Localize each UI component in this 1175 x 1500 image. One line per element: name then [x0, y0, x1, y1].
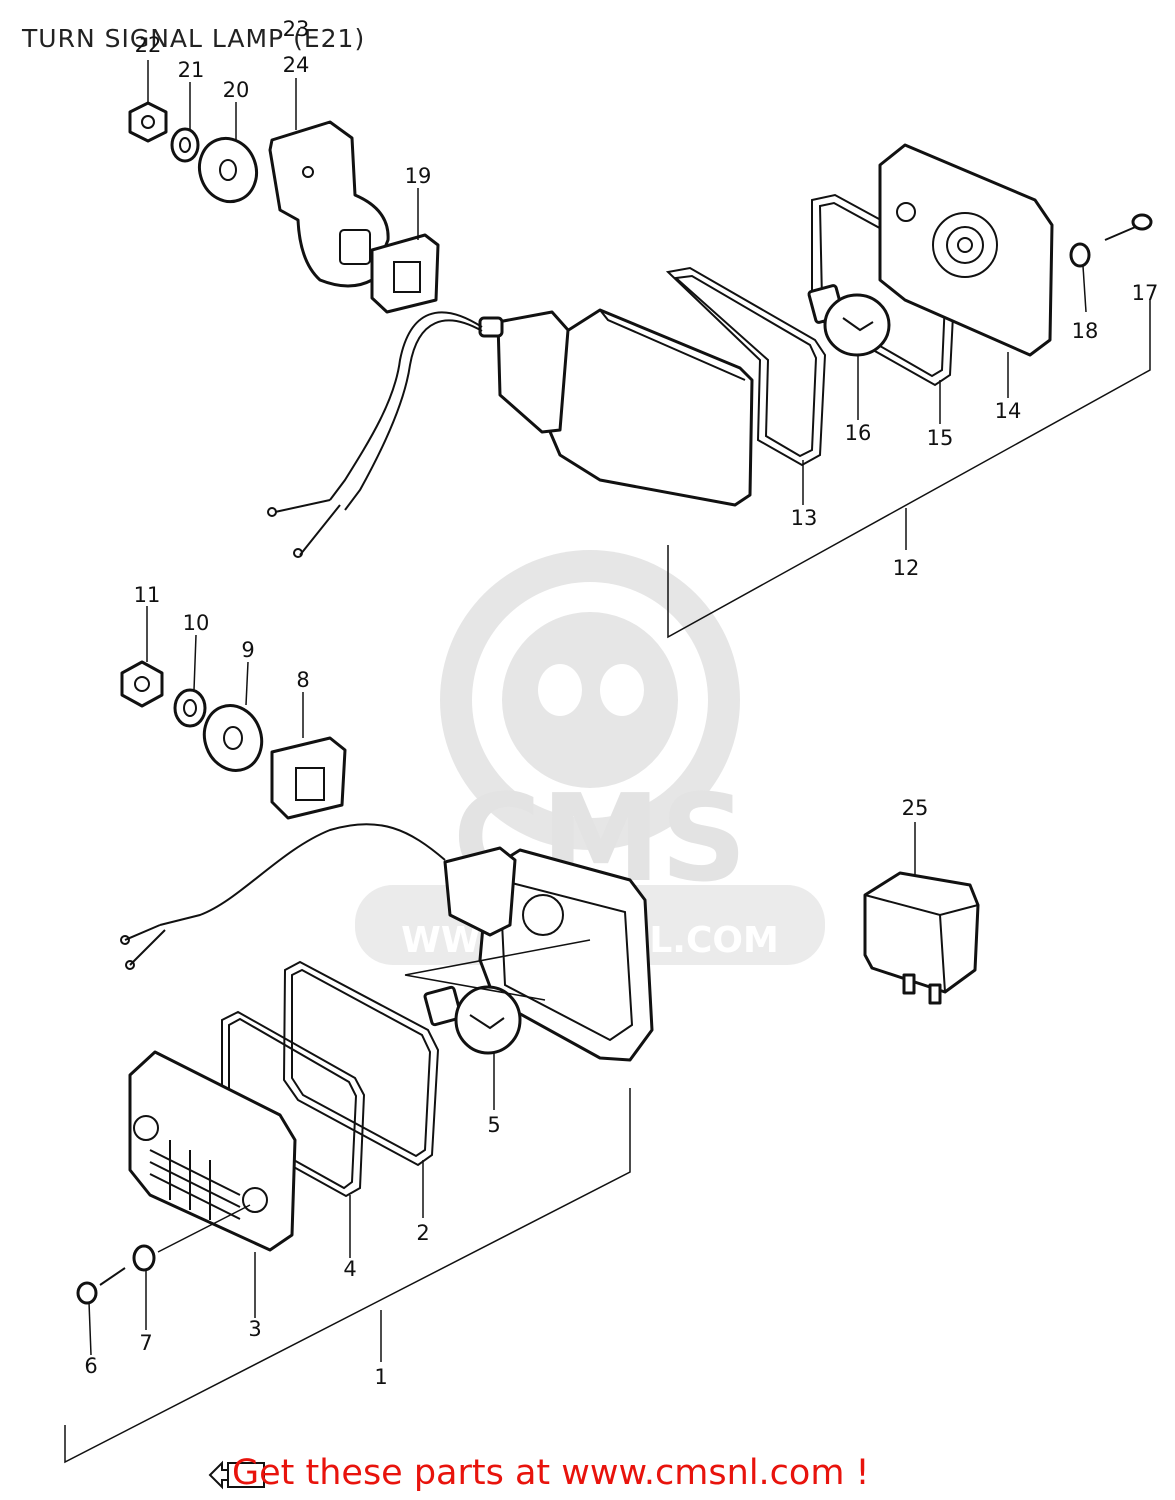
- callout-25: 25: [902, 796, 929, 820]
- callout-16: 16: [845, 421, 872, 445]
- callout-21: 21: [178, 58, 205, 82]
- callout-19: 19: [405, 164, 432, 188]
- part-screw-6: [76, 1267, 126, 1305]
- callout-13: 13: [791, 506, 818, 530]
- part-bracket-23-24: [268, 120, 390, 288]
- callout-12: 12: [893, 556, 920, 580]
- part-lock-washer-10: [173, 688, 207, 728]
- callout-17: 17: [1132, 281, 1159, 305]
- cmsnl-parts-link[interactable]: Get these parts at www.cmsnl.com !: [232, 1453, 870, 1493]
- back-arrow-icon[interactable]: [208, 1458, 268, 1492]
- part-relay-25: [863, 871, 980, 1005]
- callout-10: 10: [183, 611, 210, 635]
- part-nut-11: [120, 660, 164, 708]
- part-washer-9: [202, 704, 264, 772]
- part-lower-housing: [120, 823, 654, 1062]
- part-lock-washer-21: [170, 127, 200, 163]
- callout-7: 7: [139, 1331, 152, 1355]
- callout-23: 23: [283, 17, 310, 41]
- callout-22: 22: [135, 33, 162, 57]
- part-upper-housing: [267, 308, 754, 558]
- callout-2: 2: [416, 1221, 429, 1245]
- leader-lines: [88, 60, 1151, 1362]
- callout-18: 18: [1072, 319, 1099, 343]
- part-gasket-13: [665, 266, 827, 467]
- part-lens-3: [128, 1050, 297, 1252]
- callout-20: 20: [223, 78, 250, 102]
- part-washer-7: [132, 1244, 156, 1272]
- part-grommet-19: [370, 233, 440, 314]
- callout-4: 4: [343, 1257, 356, 1281]
- part-grommet-8: [270, 736, 347, 820]
- callout-6: 6: [84, 1354, 97, 1378]
- callout-8: 8: [296, 668, 309, 692]
- callout-3: 3: [248, 1317, 261, 1341]
- callout-11: 11: [134, 583, 161, 607]
- part-bulb-5: [404, 939, 591, 1055]
- part-washer-18: [1069, 242, 1091, 268]
- part-washer-20: [198, 136, 258, 204]
- diagram-title: TURN SIGNAL LAMP (E21): [22, 24, 366, 53]
- callout-1: 1: [374, 1365, 387, 1389]
- callout-14: 14: [995, 399, 1022, 423]
- callout-24: 24: [283, 53, 310, 77]
- part-screw-17: [1104, 213, 1153, 241]
- part-bulb-16: [807, 284, 891, 357]
- part-nut-22: [128, 101, 168, 143]
- callout-15: 15: [927, 426, 954, 450]
- callout-5: 5: [487, 1113, 500, 1137]
- callout-9: 9: [241, 638, 254, 662]
- part-lens-14: [878, 143, 1054, 357]
- part-gasket-2: [282, 960, 440, 1167]
